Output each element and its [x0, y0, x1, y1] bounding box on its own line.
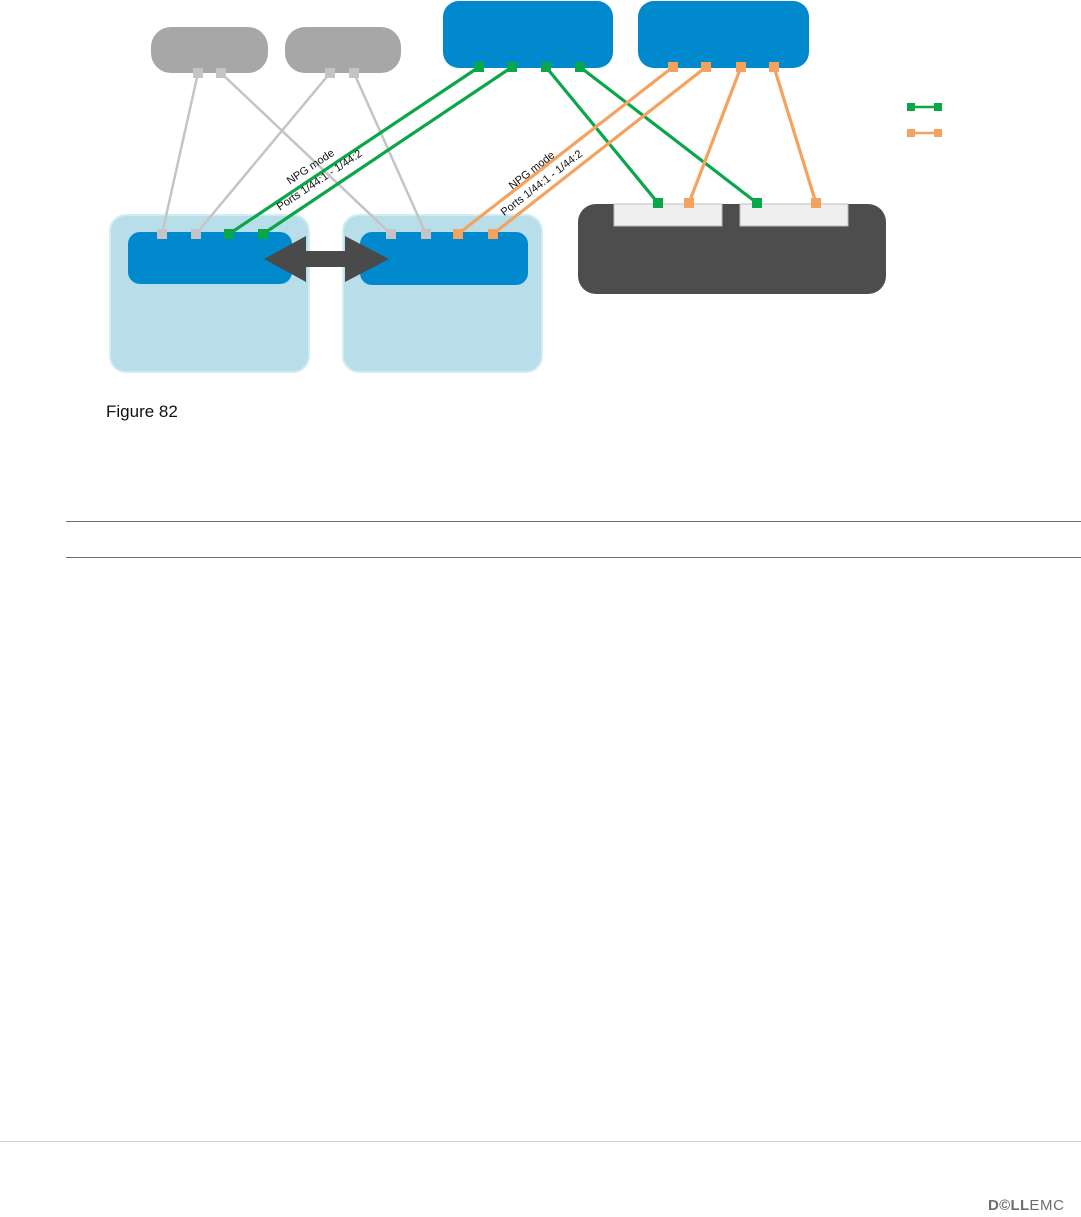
upstream-switch-2	[285, 27, 401, 73]
fc-switch-b	[638, 1, 809, 68]
san-topology-diagram: NPG mode Ports 1/44:1 - 1/44:2 NPG mode …	[109, 1, 942, 373]
legend-san-a-swatch	[907, 103, 942, 111]
dell-emc-logo: D©LLEMC	[988, 1198, 1065, 1213]
logo-suffix: EMC	[1029, 1197, 1065, 1214]
fc-switch-a	[443, 1, 613, 68]
storage-controller-2	[739, 203, 849, 227]
san-a-ports	[224, 62, 762, 239]
iom-switch-left	[128, 232, 292, 284]
san-b-ports	[453, 62, 821, 239]
iom-switch-right	[360, 232, 528, 285]
vlti-arrow	[264, 236, 389, 282]
legend-san-b-swatch	[907, 129, 942, 137]
upstream-switch-1	[151, 27, 268, 73]
table-top-rule	[66, 521, 1081, 522]
ethernet-links	[160, 72, 428, 235]
ethernet-ports	[157, 68, 431, 239]
san-a-links	[228, 65, 758, 236]
legend	[907, 103, 942, 137]
figure-caption: Figure 82	[106, 402, 178, 421]
san-b-links	[457, 65, 818, 236]
footer-rule	[0, 1141, 1081, 1142]
storage-controller-1	[613, 203, 723, 227]
logo-brand: D©LL	[988, 1197, 1030, 1214]
table-header-rule	[66, 557, 1081, 558]
left-link-labels: NPG mode Ports 1/44:1 - 1/44:2	[275, 147, 365, 213]
